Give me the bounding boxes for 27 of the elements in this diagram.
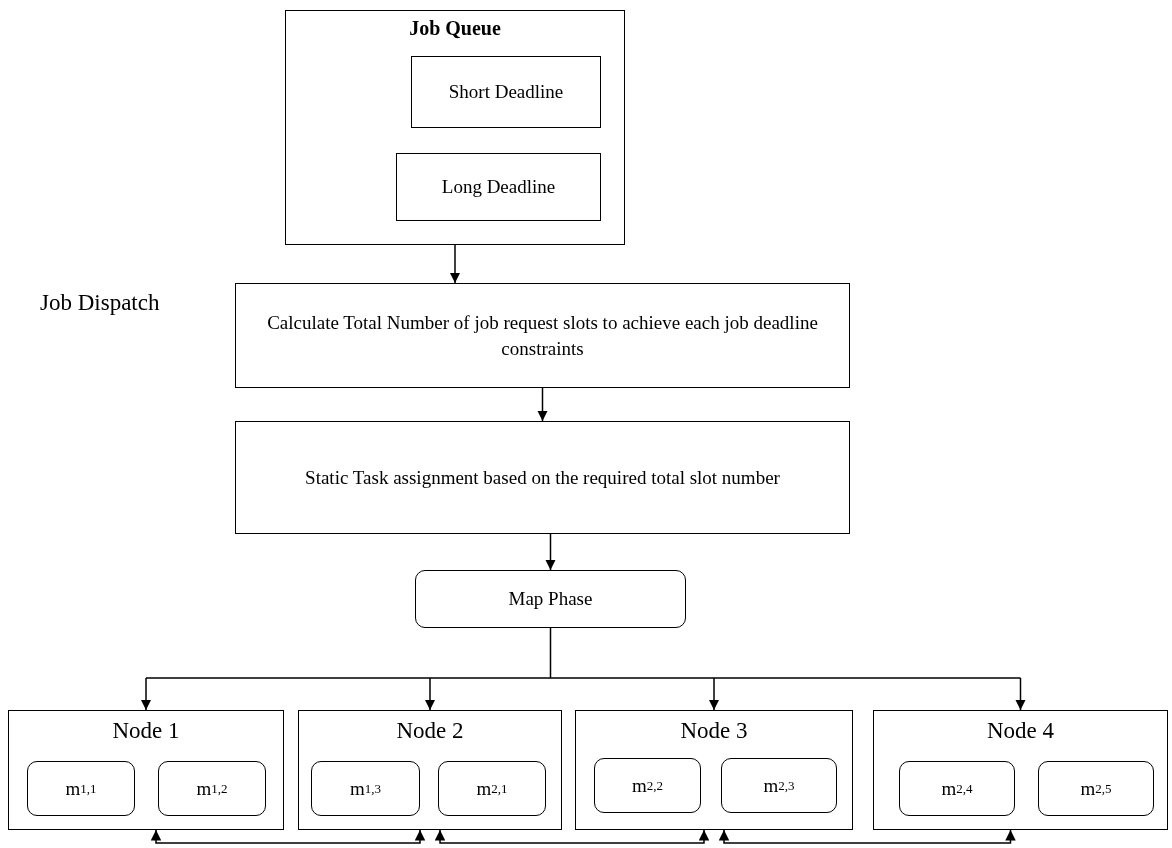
arrow (434, 829, 710, 844)
arrow (708, 677, 720, 711)
arrow (545, 533, 556, 571)
panel-title: Job Queue (408, 16, 502, 41)
panel-title: Node 4 (985, 717, 1056, 745)
panel-title: Node 3 (679, 717, 749, 745)
phase-box: Map Phase (415, 570, 686, 628)
panel-title: Node 1 (111, 717, 181, 745)
arrow (449, 244, 461, 284)
arrow (718, 829, 1016, 844)
connector-line (145, 627, 1022, 679)
queue-box: Long Deadline (396, 153, 601, 221)
arrow (424, 677, 436, 711)
node-panel (8, 710, 284, 830)
node-panel (575, 710, 853, 830)
side-label: Job Dispatch (40, 290, 160, 316)
process-box: Static Task assignment based on the required total slot number (235, 421, 850, 534)
arrow (537, 387, 548, 422)
node-panel (298, 710, 562, 830)
panel-title: Node 2 (395, 717, 465, 745)
node-panel (873, 710, 1168, 830)
queue-panel (285, 10, 625, 245)
process-box: Calculate Total Number of job request slots to achieve each job deadline constraints (235, 283, 850, 388)
arrow (150, 829, 426, 844)
arrow (1015, 677, 1026, 711)
arrow (140, 677, 152, 711)
queue-box: Short Deadline (411, 56, 601, 128)
